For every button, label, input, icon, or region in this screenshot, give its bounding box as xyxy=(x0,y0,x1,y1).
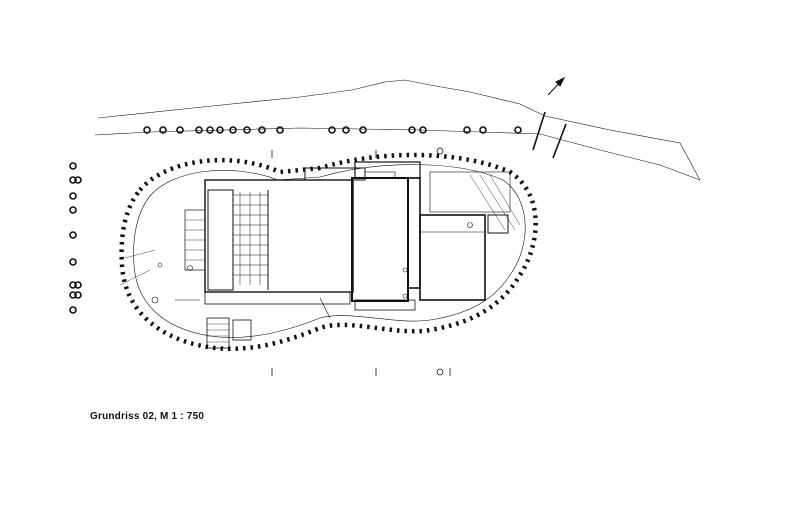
tree-symbol xyxy=(69,258,77,266)
perimeter-colonnade xyxy=(119,152,538,351)
tree-symbol xyxy=(69,231,77,239)
tree-symbol xyxy=(258,126,266,134)
plan-caption: Grundriss 02, M 1 : 750 xyxy=(90,411,205,422)
tree-symbol xyxy=(479,126,487,134)
tree-symbol xyxy=(243,126,251,134)
tree-symbol xyxy=(359,126,367,134)
building-walls xyxy=(119,161,521,349)
tree-symbol xyxy=(69,176,77,184)
tree-symbol xyxy=(69,162,77,170)
tree-symbol xyxy=(69,206,77,214)
perimeter-inner-line xyxy=(133,164,526,338)
tree-symbol xyxy=(229,126,237,134)
tree-symbol xyxy=(342,126,350,134)
tree-symbol xyxy=(419,126,427,134)
tree-symbol xyxy=(328,126,336,134)
tree-symbol xyxy=(69,291,77,299)
tree-symbol xyxy=(408,126,416,134)
north-arrow-icon xyxy=(547,76,566,96)
tree-symbol xyxy=(216,126,224,134)
tree-symbol xyxy=(69,281,77,289)
tree-symbol xyxy=(159,126,167,134)
detail-marks xyxy=(151,222,473,304)
tree-symbol xyxy=(463,126,471,134)
tree-symbol xyxy=(69,306,77,314)
tree-row xyxy=(143,126,522,134)
tree-symbol xyxy=(74,281,82,289)
tree-column xyxy=(69,162,82,314)
tree-symbol xyxy=(143,126,151,134)
tree-symbol xyxy=(195,126,203,134)
tree-symbol xyxy=(514,126,522,134)
bridge-marks xyxy=(532,111,567,159)
tree-symbol xyxy=(74,176,82,184)
section-markers xyxy=(271,147,451,376)
tree-symbol xyxy=(74,291,82,299)
tree-symbol xyxy=(176,126,184,134)
tree-symbol xyxy=(69,192,77,200)
tree-symbol xyxy=(276,126,284,134)
tree-symbol xyxy=(206,126,214,134)
